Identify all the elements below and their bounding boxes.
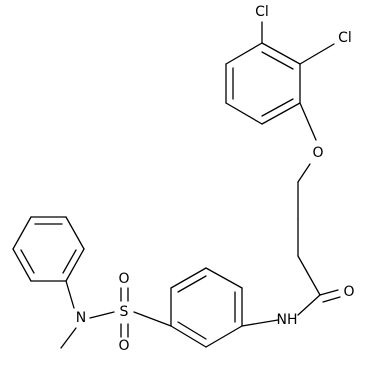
atom-sulfonamide-nitrogen: N: [76, 310, 86, 326]
double-bond-inner: [177, 275, 207, 293]
bond-o-ch2: [297, 163, 311, 183]
central-phenyl-ring: [170, 267, 243, 348]
double-bond-inner: [261, 51, 294, 70]
double-bond-inner: [62, 249, 77, 274]
atom-chlorine-top: Cl: [255, 4, 269, 20]
double-bond-inner: [177, 321, 207, 340]
bond-s-n: [89, 311, 115, 319]
bond-aryl-s: [133, 311, 172, 327]
bond: [12, 248, 32, 282]
atom-sulfonyl-oxygen-top: O: [118, 271, 129, 287]
bond: [225, 42, 263, 65]
bond: [205, 267, 243, 289]
bond-n-methyl: [60, 327, 77, 349]
atom-chlorine-right: Cl: [338, 30, 352, 46]
atom-sulfur: S: [120, 304, 129, 320]
double-bond-inner: [261, 98, 294, 117]
bond-n-phenyl: [65, 280, 75, 309]
carbonyl-double-bond: [319, 289, 339, 296]
n-phenyl-ring: [12, 216, 85, 282]
bond: [261, 102, 301, 125]
double-bond-inner: [20, 249, 35, 274]
bond-n-aryl: [241, 319, 279, 327]
bond: [225, 102, 263, 125]
bond: [65, 216, 85, 250]
dichlorophenyl-ring: [225, 42, 301, 125]
bond: [205, 325, 243, 348]
atom-amide-nitrogen: NH: [277, 312, 298, 328]
bond: [65, 248, 85, 282]
bond-c-o-ether: [299, 102, 317, 141]
atom-ether-oxygen: O: [312, 145, 323, 161]
atom-sulfonyl-oxygen-bottom: O: [118, 338, 129, 354]
bond-c-cl-right: [299, 43, 335, 65]
bond: [170, 267, 207, 289]
bond: [170, 325, 207, 348]
bond-carbonyl-n: [297, 294, 321, 316]
bond: [12, 216, 32, 250]
atom-carbonyl-oxygen: O: [343, 284, 354, 300]
bond: [261, 42, 301, 65]
bond-ch2-carbonyl: [297, 255, 321, 296]
carbonyl-double-bond: [322, 296, 341, 303]
